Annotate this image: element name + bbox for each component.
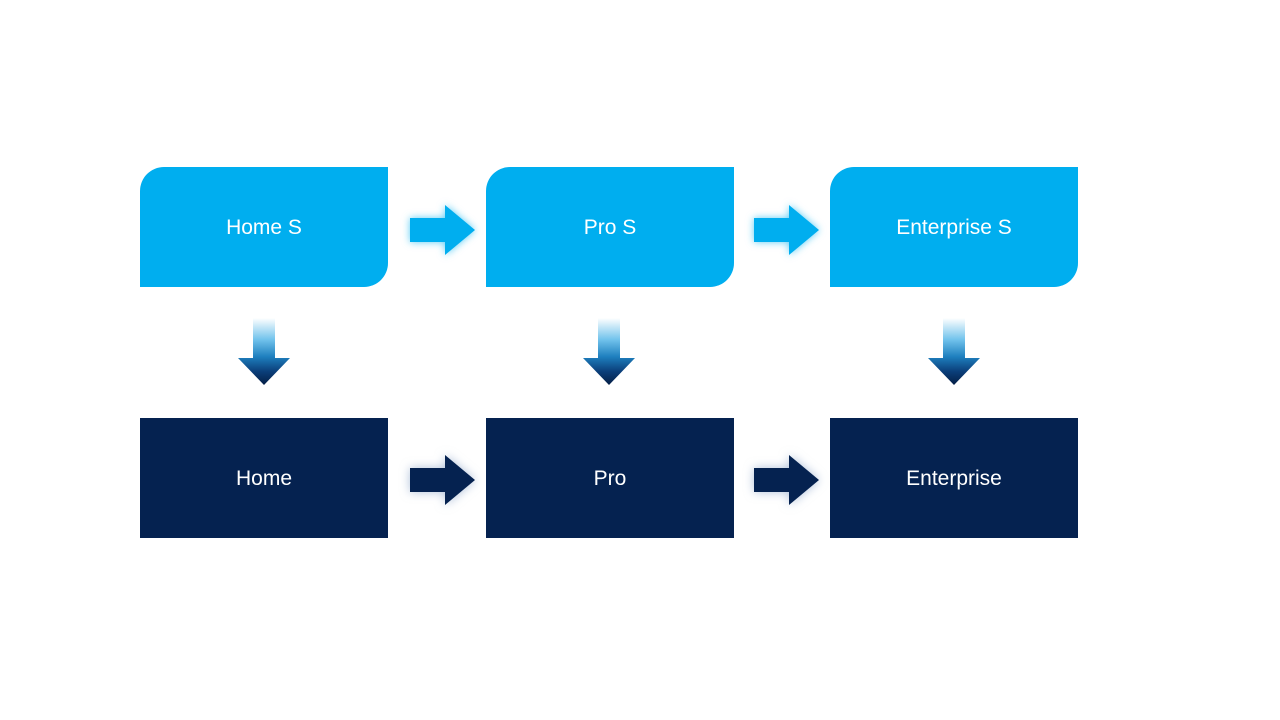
down-arrow-icon bbox=[583, 318, 635, 385]
node-enterprise: Enterprise bbox=[830, 418, 1078, 538]
node-label: Enterprise S bbox=[896, 215, 1012, 239]
node-label: Pro bbox=[593, 466, 627, 490]
right-arrow-icon bbox=[410, 205, 475, 255]
node-label: Pro S bbox=[583, 215, 637, 239]
node-label: Enterprise bbox=[906, 466, 1002, 490]
right-arrow-icon bbox=[754, 455, 819, 505]
node-pro: Pro bbox=[486, 418, 734, 538]
right-arrow-icon bbox=[754, 205, 819, 255]
down-arrow-icon bbox=[928, 318, 980, 385]
right-arrow-icon bbox=[410, 455, 475, 505]
down-arrow-icon bbox=[238, 318, 290, 385]
node-enterprise-s: Enterprise S bbox=[830, 167, 1078, 287]
node-home: Home bbox=[140, 418, 388, 538]
node-pro-s: Pro S bbox=[486, 167, 734, 287]
node-label: Home bbox=[235, 466, 293, 490]
node-home-s: Home S bbox=[140, 167, 388, 287]
node-label: Home S bbox=[226, 215, 302, 239]
